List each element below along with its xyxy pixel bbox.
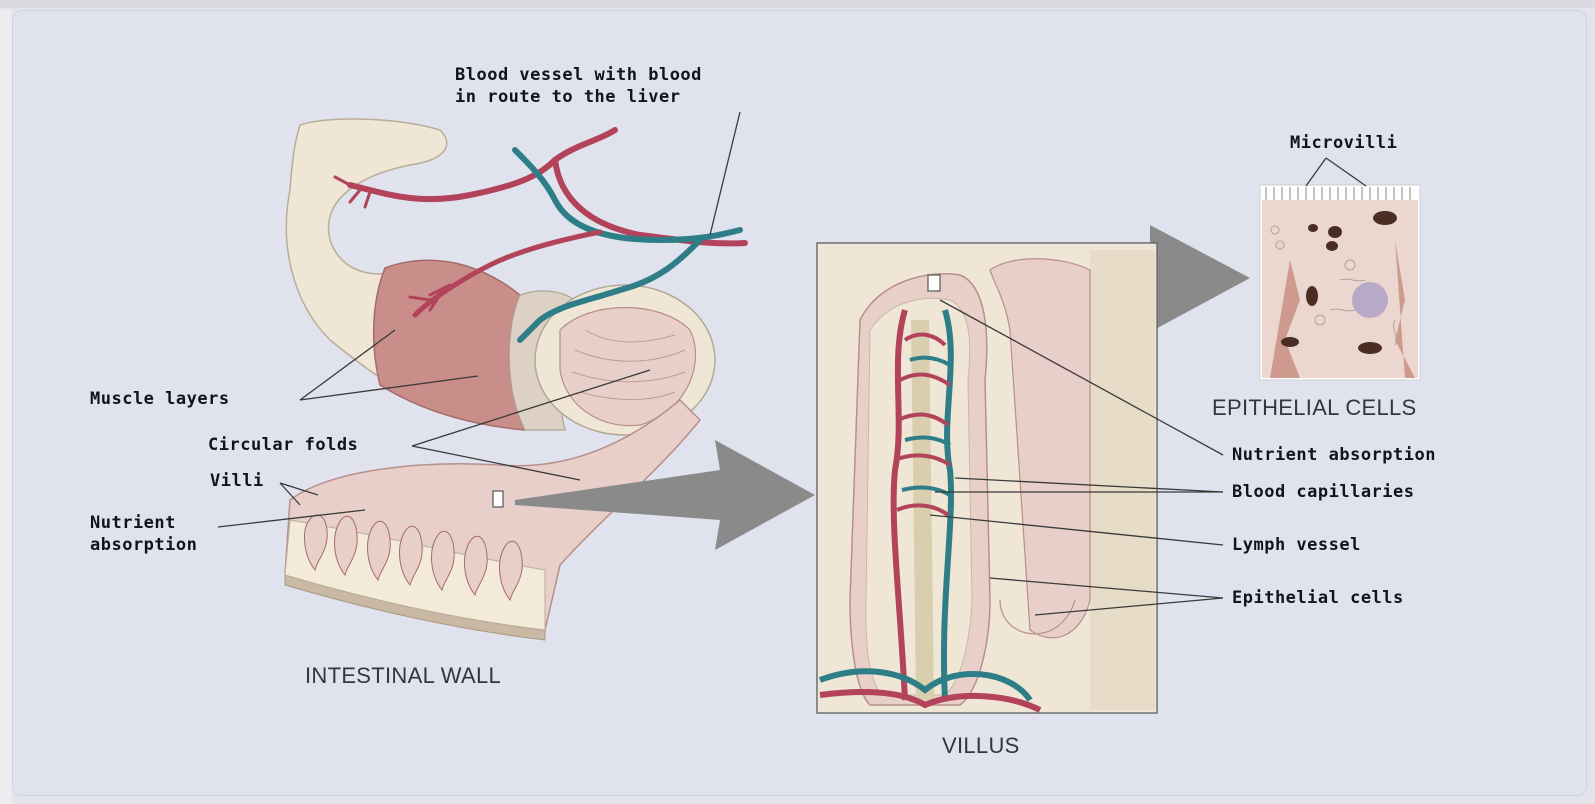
label-microvilli: Microvilli [1290,132,1397,154]
label-nutrient-absorption-right: Nutrient absorption [1232,444,1436,466]
label-blood-capillaries: Blood capillaries [1232,481,1415,503]
intestine-tube [285,119,715,640]
label-epithelial-cells: Epithelial cells [1232,587,1404,609]
label-blood-vessel-line1: Blood vessel with blood [455,64,702,86]
label-nutrient-absorption-left-line2: absorption [90,534,197,556]
zoom-marker-wall [493,491,503,507]
label-blood-vessel-line2: in route to the liver [455,86,702,108]
caption-intestinal-wall: INTESTINAL WALL [305,663,501,689]
label-villi: Villi [210,470,264,492]
label-muscle-layers: Muscle layers [90,388,230,410]
label-lymph-vessel: Lymph vessel [1232,534,1361,556]
caption-villus: VILLUS [942,733,1020,759]
epithelial-cells-panel [1260,185,1420,380]
zoom-marker-villus [928,275,940,291]
caption-epithelial-cells: EPITHELIAL CELLS [1212,395,1417,421]
label-circular-folds: Circular folds [208,434,358,456]
label-nutrient-absorption-left-line1: Nutrient [90,512,197,534]
villus-panel [817,243,1157,713]
label-nutrient-absorption-left: Nutrient absorption [90,512,197,556]
label-blood-vessel: Blood vessel with blood in route to the … [455,64,702,108]
